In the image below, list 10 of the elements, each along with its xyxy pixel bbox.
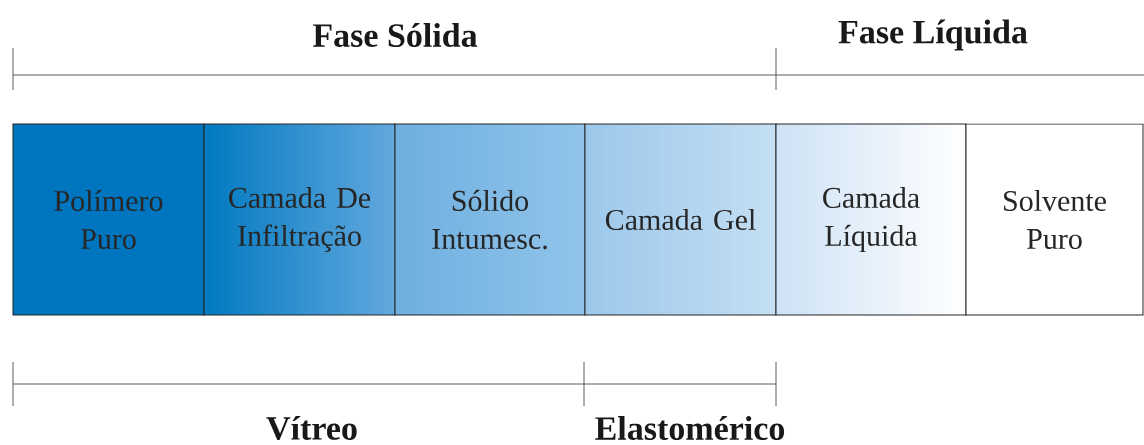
- phase-label: Elastomérico: [595, 416, 785, 440]
- layer-box: Camada De Infiltração: [203, 123, 396, 316]
- layer-box: Polímero Puro: [12, 123, 205, 316]
- layer-box: Camada Gel: [584, 123, 777, 316]
- layer-box: Camada Líquida: [775, 123, 967, 316]
- layer-box: Sólido Intumesc.: [394, 123, 586, 316]
- layer-box: Solvente Puro: [965, 123, 1144, 316]
- phase-label: Vítreo: [266, 415, 357, 441]
- phase-label: Fase Líquida: [838, 19, 1028, 51]
- phase-label: Fase Sólida: [312, 23, 478, 47]
